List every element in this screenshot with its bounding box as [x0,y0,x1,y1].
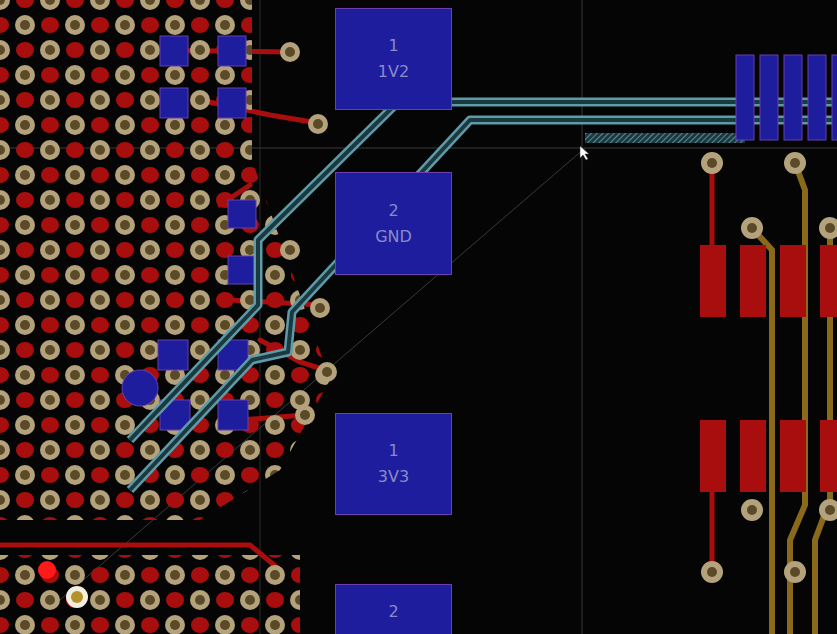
pad-number: 2 [388,202,398,220]
net-name: 3V3 [378,468,409,486]
smd-pad: 2 [335,584,452,634]
net-name: GND [375,228,412,246]
smd-pad: 13V3 [335,413,452,515]
net-name: 1V2 [378,63,409,81]
smd-pad: 11V2 [335,8,452,110]
smd-pad: 2GND [335,172,452,275]
pad-number: 1 [388,37,398,55]
pad-number: 2 [388,603,398,621]
pad-number: 1 [388,442,398,460]
